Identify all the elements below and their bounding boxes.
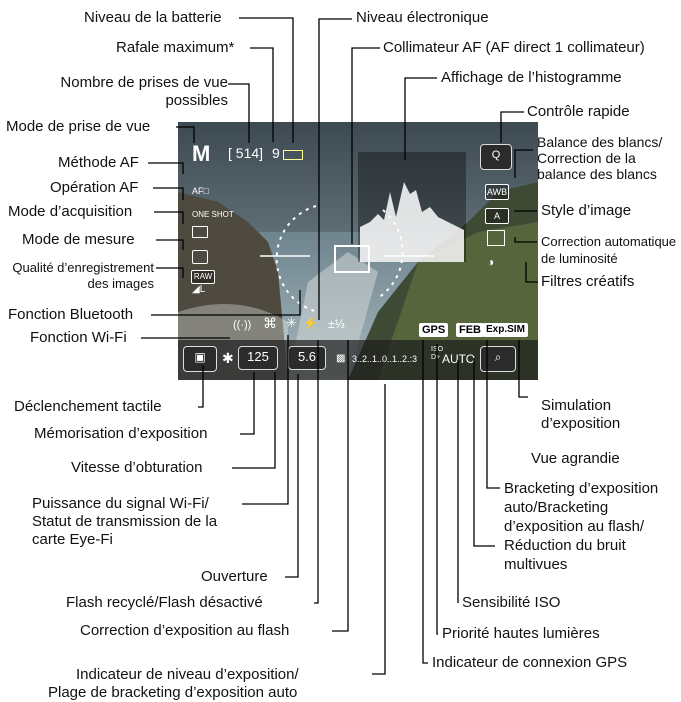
- label-bluetooth: Fonction Bluetooth: [8, 306, 134, 323]
- exposure-level-scale: 3..2..1..0..1..2.:3: [352, 354, 418, 364]
- label-aeb-1: Bracketing d’exposition: [504, 480, 659, 497]
- label-creative: Filtres créatifs: [541, 273, 635, 290]
- creative-filter-icon: ◑: [487, 255, 495, 269]
- quick-control-button[interactable]: Q: [480, 144, 512, 170]
- aperture-value[interactable]: 5.6: [288, 346, 326, 370]
- iso-tag: ISO D+: [431, 346, 444, 361]
- label-battery: Niveau de la batterie: [84, 9, 222, 26]
- label-quality-line1: Qualité d’enregistrement: [12, 260, 154, 275]
- label-aeb-2: auto/Bracketing: [504, 499, 609, 516]
- bluetooth-icon: ✳: [286, 315, 297, 330]
- max-burst: 9: [272, 145, 280, 161]
- label-wifi-signal-2: Statut de transmission de la: [32, 513, 218, 530]
- label-aeb-5: multivues: [504, 556, 568, 573]
- label-iso: Sensibilité ISO: [462, 594, 561, 611]
- label-alo: Correction automatique de luminosité: [541, 233, 676, 267]
- auto-lighting-optimizer-icon: [487, 230, 505, 246]
- label-ae-lock: Mémorisation d’exposition: [34, 425, 208, 442]
- label-highlight: Priorité hautes lumières: [442, 625, 600, 642]
- drive-mode-icon: [192, 226, 208, 238]
- wifi-icon: ((·)): [233, 319, 252, 331]
- label-exp-level: Indicateur de niveau d’exposition/ Plage…: [48, 666, 299, 702]
- af-method-icon: AF□: [192, 186, 209, 196]
- label-aeb-3: d’exposition au flash/: [504, 518, 645, 535]
- live-view-screen: M [ 514] 9 AF□ ONE SHOT RAW ◢L ((·)) ⌘ ✳…: [178, 122, 538, 380]
- label-quick: Contrôle rapide: [527, 103, 630, 120]
- magnify-button[interactable]: ⌕: [480, 346, 516, 372]
- label-shots-line1: Nombre de prises de vue: [60, 74, 228, 91]
- label-af-operation: Opération AF: [50, 179, 139, 196]
- wifi-signal-icon: ⌘: [263, 315, 277, 331]
- label-flash-comp: Correction d’exposition au flash: [80, 622, 290, 639]
- gps-indicator: GPS: [419, 323, 449, 337]
- label-metering: Mode de mesure: [22, 231, 135, 248]
- image-quality-size: ◢L: [192, 284, 206, 295]
- label-wb: Balance des blancs/ Correction de la bal…: [537, 134, 662, 182]
- label-wifi-signal-3: carte Eye-Fi: [32, 531, 113, 548]
- label-touch: Déclenchement tactile: [14, 398, 162, 415]
- label-histogram: Affichage de l’histogramme: [441, 69, 622, 86]
- label-wifi: Fonction Wi-Fi: [30, 329, 127, 346]
- label-quality-line2: des images: [87, 276, 154, 291]
- feb-indicator: FEB: [456, 323, 484, 337]
- exposure-simulation-indicator: Exp.SIM: [483, 323, 528, 337]
- picture-style-icon: A: [485, 208, 509, 224]
- label-expsim-1: Simulation: [541, 397, 612, 414]
- label-wifi-signal: Puissance du signal Wi-Fi/ Statut de tra…: [32, 495, 217, 549]
- shots-remaining: [ 514]: [228, 145, 264, 161]
- label-wb-3: balance des blancs: [537, 166, 657, 182]
- label-aperture: Ouverture: [201, 568, 268, 585]
- label-shots: Nombre de prises de vue possibles: [28, 74, 228, 110]
- label-expsim: Simulation d’exposition: [541, 397, 620, 433]
- image-quality-icon: RAW: [191, 270, 215, 284]
- touch-shutter-button[interactable]: ▣: [183, 346, 217, 372]
- label-mode: Mode de prise de vue: [6, 118, 151, 135]
- label-quality: Qualité d’enregistrement des images: [2, 260, 154, 292]
- label-style: Style d’image: [541, 202, 632, 219]
- shooting-mode: M: [192, 141, 211, 166]
- iso-value: AUTO: [442, 352, 476, 366]
- label-exp-level-2: Plage de bracketing d’exposition auto: [48, 684, 298, 701]
- label-flash-ready: Flash recyclé/Flash désactivé: [66, 594, 263, 611]
- label-aeb: Bracketing d’exposition auto/Bracketing …: [504, 479, 658, 574]
- label-shots-line2: possibles: [165, 92, 228, 109]
- label-level: Niveau électronique: [356, 9, 489, 26]
- metering-icon: [192, 250, 208, 264]
- ae-lock-icon: ✱: [222, 350, 234, 366]
- label-burst: Rafale maximum*: [116, 39, 235, 56]
- label-zoom: Vue agrandie: [531, 450, 620, 467]
- flash-exp-comp: ±⅓: [328, 317, 345, 331]
- battery-icon: [283, 150, 303, 160]
- exposure-comp-icon: ▩: [336, 353, 346, 364]
- label-expsim-2: d’exposition: [541, 415, 621, 432]
- label-drive: Mode d’acquisition: [8, 203, 133, 220]
- label-aeb-4: Réduction du bruit: [504, 537, 626, 554]
- label-wifi-signal-1: Puissance du signal Wi-Fi/: [32, 495, 209, 512]
- label-af-method: Méthode AF: [58, 154, 139, 171]
- label-alo-1: Correction automatique: [541, 234, 677, 249]
- label-gps: Indicateur de connexion GPS: [432, 654, 628, 671]
- flash-ready-icon: ⚡: [303, 316, 318, 330]
- label-shutter: Vitesse d’obturation: [71, 459, 203, 476]
- af-operation-icon: ONE SHOT: [192, 210, 234, 219]
- label-alo-2: de luminosité: [541, 251, 618, 266]
- label-exp-level-1: Indicateur de niveau d’exposition/: [76, 666, 299, 683]
- label-wb-2: Correction de la: [537, 150, 636, 166]
- shutter-speed[interactable]: 125: [238, 346, 278, 370]
- label-wb-1: Balance des blancs/: [537, 134, 663, 150]
- white-balance-icon: AWB: [485, 184, 509, 200]
- label-af-point: Collimateur AF (AF direct 1 collimateur): [383, 39, 645, 56]
